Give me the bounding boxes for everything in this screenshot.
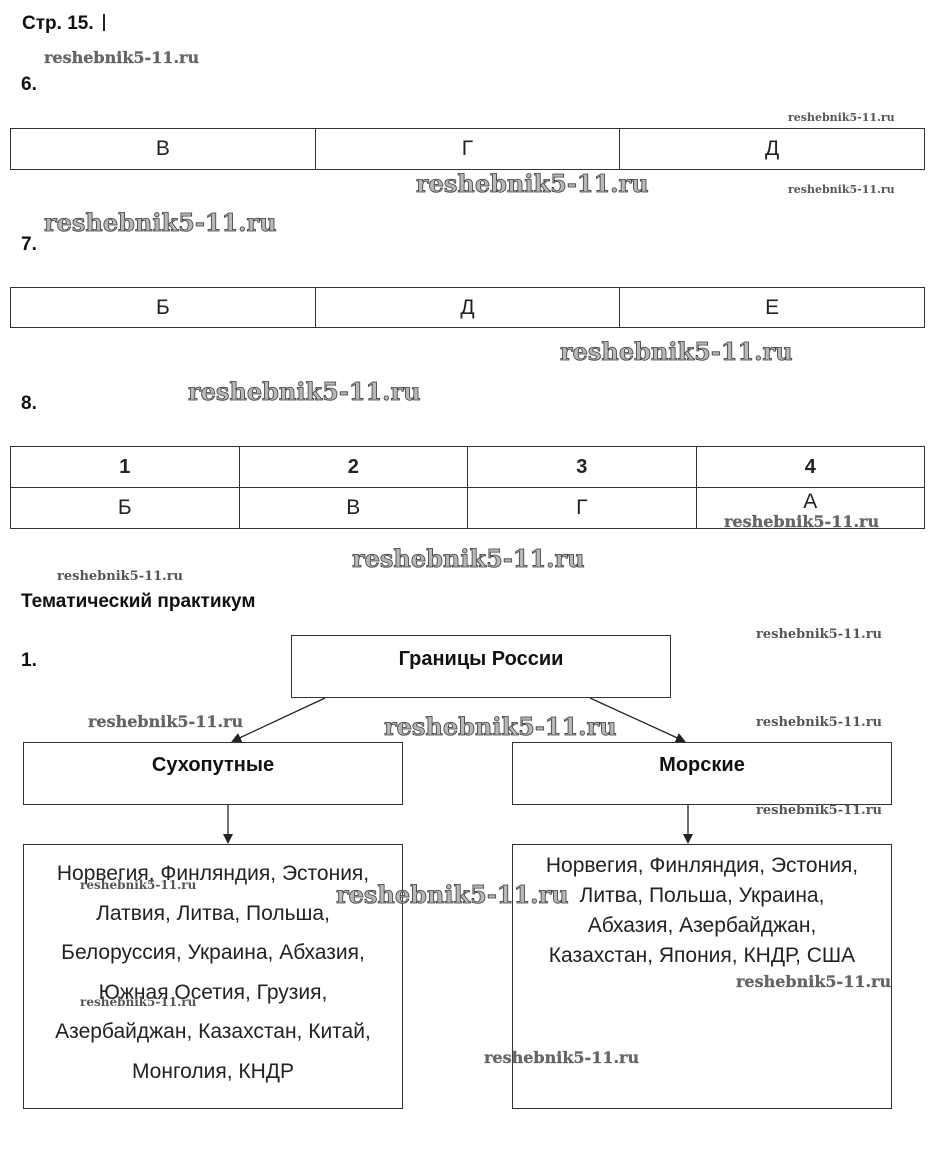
watermark: reshebnik5-11.ru	[80, 878, 197, 892]
table-row: В Г Д	[10, 128, 925, 170]
watermark: reshebnik5-11.ru	[88, 712, 244, 731]
list-item: Норвегия, Финляндия, Эстония,	[545, 854, 859, 877]
answer-cell: В	[238, 487, 468, 529]
diagram-land-list-box: Норвегия, Финляндия, Эстония, Латвия, Ли…	[23, 844, 403, 1109]
question-8-answer-table: 1 2 3 4 Б В Г А	[10, 446, 925, 529]
question-7-answer-table: Б Д Е	[10, 287, 925, 328]
header-cell: 1	[10, 446, 240, 488]
answer-cell: Б	[10, 287, 316, 328]
watermark: reshebnik5-11.ru	[352, 544, 585, 574]
list-item: Норвегия, Финляндия, Эстония,	[56, 862, 370, 885]
cursor-mark	[102, 14, 105, 31]
watermark: reshebnik5-11.ru	[788, 111, 895, 124]
diagram-sea-box: Морские	[512, 742, 892, 805]
table-row: Б В Г А	[10, 487, 925, 529]
watermark: reshebnik5-11.ru	[188, 377, 421, 407]
watermark: reshebnik5-11.ru	[756, 803, 883, 818]
answer-cell: Д	[619, 128, 925, 170]
watermark: reshebnik5-11.ru	[384, 712, 617, 742]
answer-cell: Г	[314, 128, 621, 170]
question-6-number: 6.	[21, 74, 37, 95]
header-cell: 4	[695, 446, 925, 488]
answer-cell: Г	[467, 487, 697, 529]
page-heading-text: Стр. 15.	[22, 13, 94, 34]
answer-cell: В	[10, 128, 316, 170]
arrow-root-to-sea	[589, 697, 686, 743]
answer-cell: Е	[619, 287, 925, 328]
watermark: reshebnik5-11.ru	[416, 169, 649, 199]
answer-cell: Д	[314, 287, 621, 328]
list-item: Казахстан, Япония, КНДР, США	[548, 944, 856, 967]
diagram-sea-list-box: Норвегия, Финляндия, Эстония, Литва, Пол…	[512, 844, 892, 1109]
answer-cell: А	[695, 487, 925, 529]
watermark: reshebnik5-11.ru	[484, 1048, 640, 1067]
question-7-number: 7.	[21, 234, 37, 255]
practicum-1-number: 1.	[21, 650, 37, 671]
list-item: Абхазия, Азербайджан,	[587, 914, 817, 937]
watermark: reshebnik5-11.ru	[756, 715, 883, 730]
watermark: reshebnik5-11.ru	[724, 512, 880, 531]
answer-cell: Б	[10, 487, 240, 529]
diagram-land-label: Сухопутные	[151, 754, 275, 776]
watermark: reshebnik5-11.ru	[44, 208, 277, 238]
section-title: Тематический практикум	[21, 591, 256, 612]
watermark: reshebnik5-11.ru	[336, 880, 569, 910]
watermark: reshebnik5-11.ru	[80, 995, 197, 1009]
list-item: Белоруссия, Украина, Абхазия,	[61, 941, 365, 964]
land-borders-list: Норвегия, Финляндия, Эстония, Латвия, Ли…	[24, 854, 402, 1091]
page-heading: Стр. 15.	[22, 13, 105, 35]
header-cell: 3	[467, 446, 697, 488]
question-6-answer-table: В Г Д	[10, 128, 925, 170]
list-item: Латвия, Литва, Польша,	[96, 901, 330, 925]
watermark: reshebnik5-11.ru	[44, 48, 200, 67]
watermark: reshebnik5-11.ru	[756, 627, 883, 642]
sea-borders-list: Норвегия, Финляндия, Эстония, Литва, Пол…	[513, 851, 891, 971]
diagram-land-box: Сухопутные	[23, 742, 403, 805]
table-row: 1 2 3 4	[10, 446, 925, 488]
watermark: reshebnik5-11.ru	[560, 337, 793, 367]
list-item: Литва, Польша, Украина,	[579, 884, 825, 907]
diagram-root-box: Границы России	[291, 635, 671, 698]
list-item: Монголия, КНДР	[131, 1059, 295, 1083]
watermark: reshebnik5-11.ru	[57, 569, 184, 584]
diagram-sea-label: Морские	[659, 754, 745, 776]
watermark: reshebnik5-11.ru	[788, 183, 895, 196]
list-item: Азербайджан, Казахстан, Китай,	[55, 1020, 371, 1043]
watermark: reshebnik5-11.ru	[736, 972, 892, 991]
arrow-root-to-land	[231, 697, 326, 743]
diagram-root-label: Границы России	[398, 648, 564, 670]
list-item: Южная Осетия, Грузия,	[98, 980, 328, 1004]
question-8-number: 8.	[21, 393, 37, 414]
table-row: Б Д Е	[10, 287, 925, 328]
